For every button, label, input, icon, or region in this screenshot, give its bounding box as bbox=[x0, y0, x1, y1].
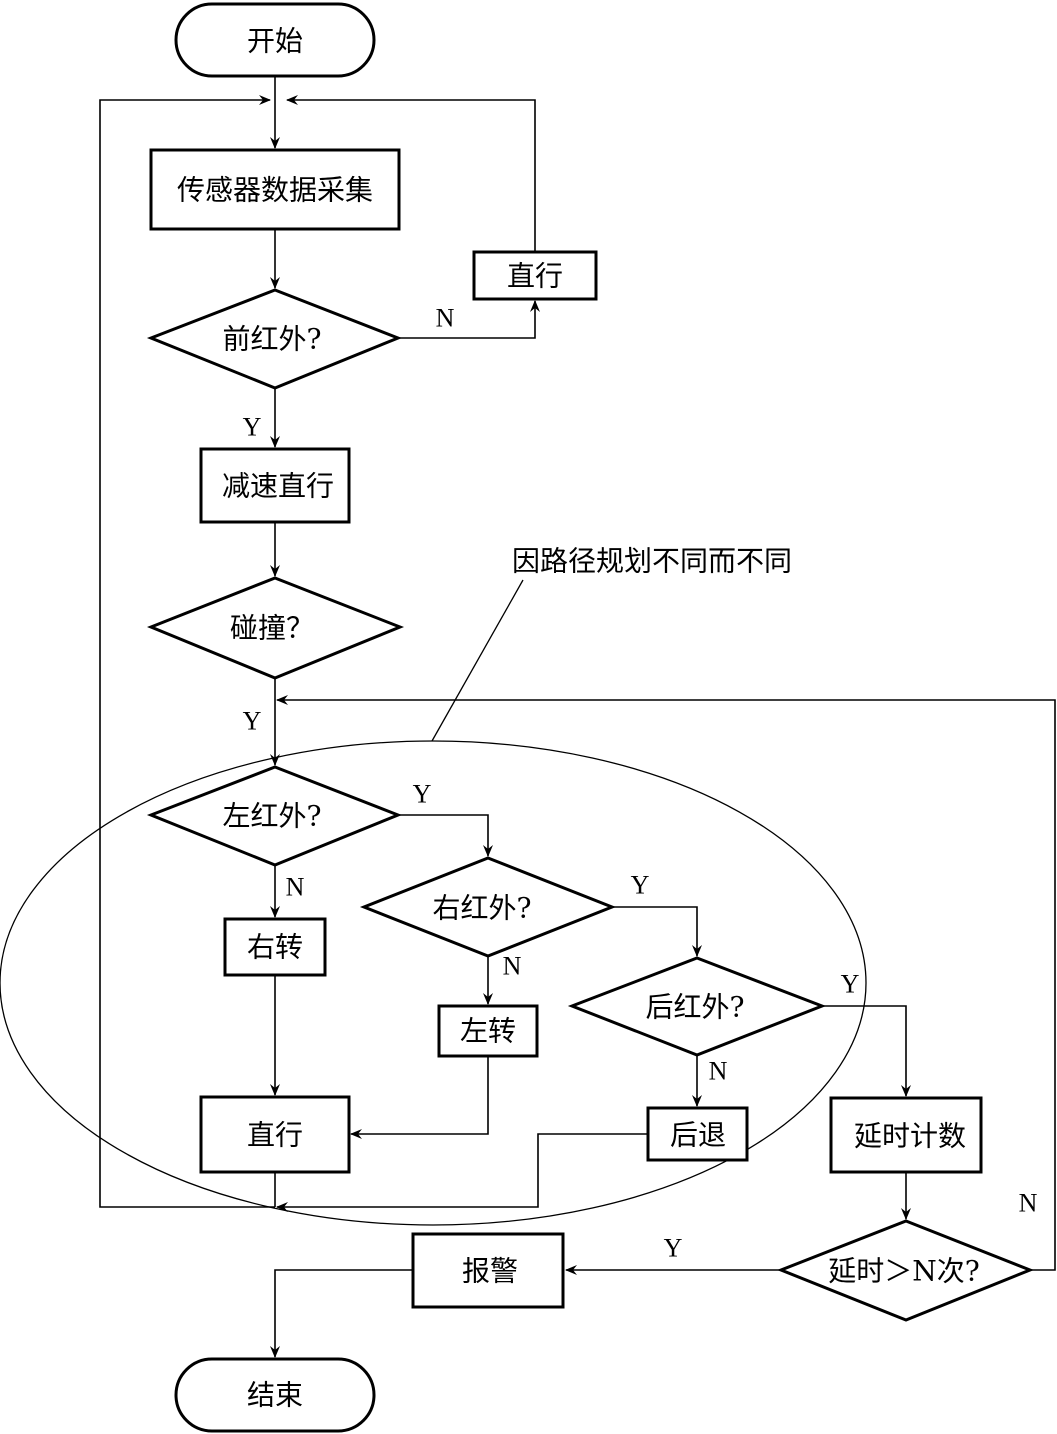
sensor-process bbox=[149, 148, 401, 231]
edge-front-no bbox=[398, 300, 540, 339]
label-collision-yes: Y bbox=[243, 707, 262, 736]
straight-bottom-process bbox=[199, 1095, 351, 1174]
right-ir-label: 右红外? bbox=[432, 892, 531, 925]
label-delay-yes: Y bbox=[664, 1234, 683, 1263]
slow-straight-label: 减速直行 bbox=[222, 470, 334, 503]
start-terminal bbox=[174, 2, 376, 78]
label-rear-yes: Y bbox=[841, 970, 860, 999]
straight-top-process bbox=[472, 250, 598, 301]
label-front-no: N bbox=[436, 304, 455, 333]
alarm-label: 报警 bbox=[462, 1255, 518, 1288]
delay-count-label: 延时计数 bbox=[854, 1120, 966, 1153]
delay-check-decision bbox=[776, 1219, 1035, 1322]
edge-back-loop bbox=[276, 1133, 648, 1212]
straight-top-label: 直行 bbox=[507, 260, 563, 293]
delay-check-label: 延时＞N次? bbox=[828, 1255, 980, 1288]
end-label: 结束 bbox=[247, 1379, 303, 1412]
left-ir-label: 左红外? bbox=[222, 800, 321, 833]
edge-delay-no bbox=[276, 695, 1056, 1271]
edge-main-loop bbox=[99, 95, 275, 1208]
front-ir-label: 前红外? bbox=[222, 323, 321, 356]
left-turn-process bbox=[437, 1004, 539, 1058]
straight-bottom-label: 直行 bbox=[247, 1119, 303, 1152]
annotation-leader-line bbox=[431, 579, 524, 742]
front-ir-decision bbox=[146, 288, 403, 390]
start-label: 开始 bbox=[247, 25, 303, 58]
left-turn-label: 左转 bbox=[460, 1015, 516, 1048]
end-terminal bbox=[174, 1357, 376, 1433]
connectors bbox=[99, 76, 1056, 1358]
edge-leftturn-straight bbox=[350, 1056, 489, 1139]
label-front-yes: Y bbox=[243, 413, 262, 442]
slow-straight-process bbox=[199, 447, 351, 524]
label-left-no: N bbox=[286, 873, 305, 902]
rear-ir-label: 后红外? bbox=[645, 991, 744, 1024]
collision-decision bbox=[146, 576, 405, 680]
annotation-text: 因路径规划不同而不同 bbox=[512, 545, 792, 578]
back-process bbox=[646, 1106, 749, 1162]
edge-alarm-end bbox=[270, 1269, 413, 1358]
rear-ir-decision bbox=[567, 956, 827, 1057]
label-right-no: N bbox=[503, 952, 522, 981]
right-ir-decision bbox=[359, 856, 617, 958]
collision-label: 碰撞？ bbox=[230, 612, 314, 645]
right-turn-process bbox=[223, 917, 327, 977]
alarm-process bbox=[411, 1232, 565, 1309]
right-turn-label: 右转 bbox=[247, 931, 303, 964]
label-right-yes: Y bbox=[631, 871, 650, 900]
left-ir-decision bbox=[146, 765, 403, 867]
edge-straight-loop bbox=[286, 95, 536, 252]
path-planning-ellipse bbox=[0, 740, 867, 1226]
edge-left-yes bbox=[398, 814, 493, 857]
edge-rear-yes bbox=[822, 1005, 911, 1097]
label-rear-no: N bbox=[709, 1057, 728, 1086]
sensor-label: 传感器数据采集 bbox=[177, 174, 373, 207]
edge-right-yes bbox=[612, 906, 702, 957]
label-left-yes: Y bbox=[413, 780, 432, 809]
back-label: 后退 bbox=[670, 1119, 726, 1152]
delay-count-process bbox=[829, 1096, 983, 1174]
label-delay-no: N bbox=[1019, 1189, 1038, 1218]
